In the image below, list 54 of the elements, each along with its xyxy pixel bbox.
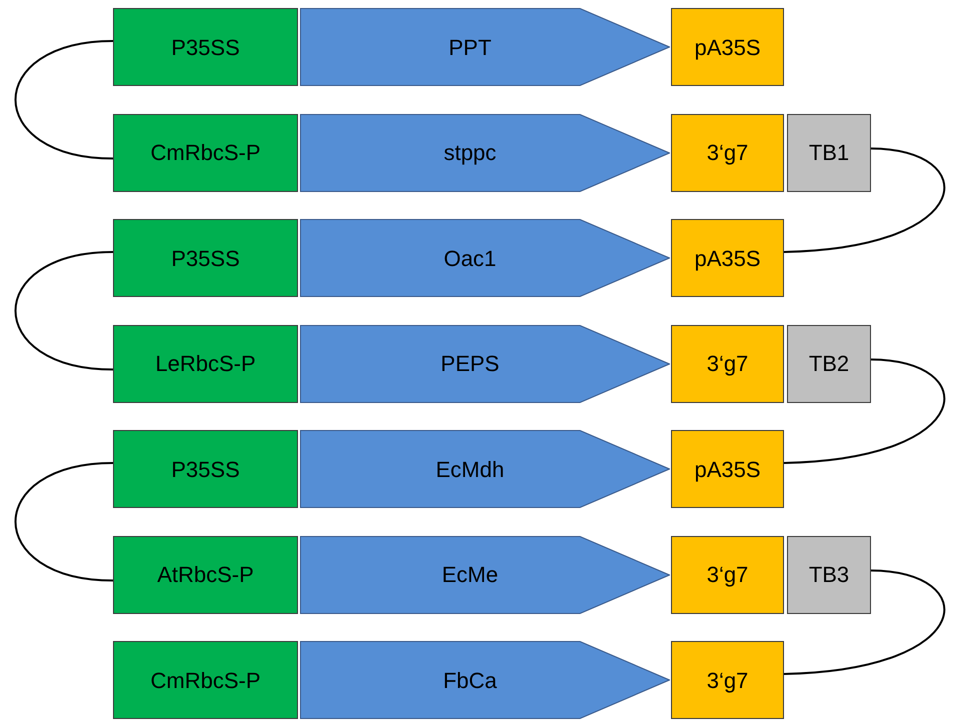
coding-sequence-block xyxy=(300,219,670,297)
part-label: TB3 xyxy=(808,561,850,589)
connector-line xyxy=(784,148,946,253)
promoter-box xyxy=(113,430,298,508)
terminator-box xyxy=(671,430,784,508)
terminator-box xyxy=(671,114,784,192)
part-label: TB2 xyxy=(808,350,850,378)
part-label: EcMdh xyxy=(436,456,504,484)
part-label: P35SS xyxy=(171,34,240,62)
coding-sequence-block xyxy=(300,430,670,508)
promoter-box xyxy=(113,114,298,192)
part-label: LeRbcS-P xyxy=(155,350,256,378)
part-label: pA35S xyxy=(694,244,761,273)
terminator-box xyxy=(671,8,784,86)
part-label: PPT xyxy=(448,34,492,62)
part-label: P35SS xyxy=(171,244,240,272)
terminator-box xyxy=(671,641,784,719)
coding-sequence-block xyxy=(300,8,670,86)
part-label: 3‘g7 xyxy=(706,666,748,695)
border-box xyxy=(787,536,871,614)
coding-sequence-block xyxy=(300,324,670,402)
terminator-box xyxy=(671,324,784,402)
connector-line xyxy=(14,40,114,160)
promoter-box xyxy=(113,536,298,614)
part-label: P35SS xyxy=(171,456,240,484)
terminator-box xyxy=(671,536,784,614)
part-label: stppc xyxy=(444,139,496,167)
coding-sequence-block xyxy=(300,114,670,192)
promoter-box xyxy=(113,219,298,297)
part-label: Oac1 xyxy=(444,244,496,272)
part-label: CmRbcS-P xyxy=(150,666,260,694)
part-label: 3‘g7 xyxy=(706,350,748,378)
promoter-box xyxy=(113,8,298,86)
part-label: 3‘g7 xyxy=(706,561,748,589)
part-label: 3‘g7 xyxy=(706,139,748,167)
part-label: TB1 xyxy=(808,139,850,167)
coding-sequence-block xyxy=(300,536,670,614)
part-label: pA35S xyxy=(694,34,761,62)
connector-line xyxy=(784,570,946,675)
connector-line xyxy=(784,358,946,464)
promoter-box xyxy=(113,641,298,719)
part-label: EcMe xyxy=(442,561,498,589)
border-box xyxy=(787,114,871,192)
connector-line xyxy=(14,462,114,582)
coding-sequence-block xyxy=(300,641,670,719)
terminator-box xyxy=(671,219,784,297)
part-label: PEPS xyxy=(440,350,500,378)
border-box xyxy=(787,324,871,402)
part-label: FbCa xyxy=(443,666,497,694)
connector-line xyxy=(14,251,114,370)
part-label: pA35S xyxy=(694,456,761,484)
part-label: AtRbcS-P xyxy=(157,561,254,589)
promoter-box xyxy=(113,324,298,402)
part-label: CmRbcS-P xyxy=(150,139,260,167)
